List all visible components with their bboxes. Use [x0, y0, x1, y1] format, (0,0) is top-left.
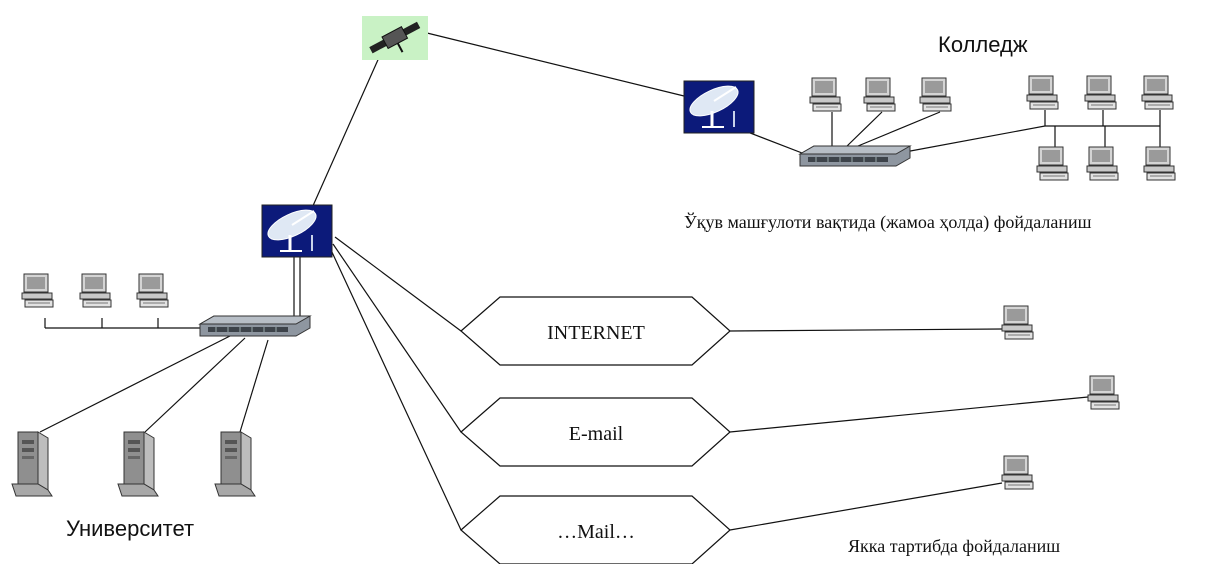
college-usage-label: Ўқув машғулоти вақтида (жамоа ҳолда) фой… [684, 212, 1092, 232]
service-mail: …Mail… [460, 495, 731, 564]
college-workstation-icon [809, 77, 842, 112]
individual-workstation-icon [1087, 375, 1120, 410]
college-workstation-icon [1026, 75, 1059, 110]
college-workstation-icon [1036, 146, 1069, 181]
server-tower-icon [11, 431, 53, 497]
college-workstation-icon [1084, 75, 1117, 110]
service-email: E-mail [460, 397, 731, 467]
service-label: …Mail… [557, 521, 635, 543]
university-workstation-icon [136, 273, 169, 308]
server-tower-icon [117, 431, 159, 497]
college-workstation-icon [1143, 146, 1176, 181]
college-workstation-icon [1086, 146, 1119, 181]
college-workstation-icon [863, 77, 896, 112]
individual-usage-label: Якка тартибда фойдаланиш [848, 536, 1061, 556]
university-workstation-icon [79, 273, 112, 308]
college-dish-icon [682, 78, 756, 135]
satellite-icon [362, 16, 428, 60]
college-label: Колледж [938, 32, 1028, 57]
college-switch-icon [799, 145, 911, 167]
college-workstation-icon [1141, 75, 1174, 110]
college-workstation-icon [919, 77, 952, 112]
connections [39, 32, 1161, 531]
service-label: INTERNET [547, 322, 645, 344]
university-label: Университет [66, 516, 195, 541]
university-dish-icon [260, 202, 334, 259]
individual-workstation-icon [1001, 305, 1034, 340]
university-workstation-icon [21, 273, 54, 308]
university-switch-icon [199, 315, 311, 337]
service-internet: INTERNET [460, 296, 731, 366]
server-tower-icon [214, 431, 256, 497]
service-label: E-mail [569, 423, 624, 445]
individual-workstation-icon [1001, 455, 1034, 490]
